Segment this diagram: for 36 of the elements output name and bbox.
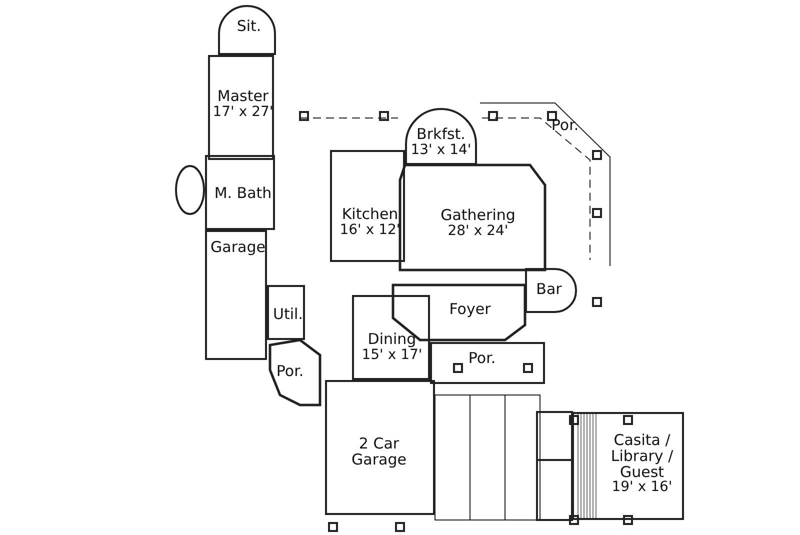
room-name: 2 Car Garage <box>350 436 408 468</box>
room-name: Kitchen <box>340 206 400 223</box>
room-name: Por. <box>467 351 497 367</box>
room-name: Garage <box>210 240 266 256</box>
room-name: Foyer <box>448 302 492 318</box>
room <box>525 268 577 313</box>
room-name: M. Bath <box>213 186 273 202</box>
room-dimensions: 17' x 27' <box>212 104 274 120</box>
room <box>218 5 276 55</box>
room <box>205 230 267 360</box>
room-dimensions: 19' x 16' <box>610 480 674 495</box>
room-dimensions: 13' x 14' <box>410 142 472 158</box>
room <box>430 342 545 384</box>
room <box>267 285 305 340</box>
room-name: Brkfst. <box>416 126 466 143</box>
room-name: Bar <box>535 282 563 298</box>
room-name: Por. <box>275 364 305 380</box>
room <box>330 150 405 262</box>
room-name: Casita / Library / Guest <box>610 433 674 480</box>
room-name: Master <box>216 88 270 105</box>
room-dimensions: 15' x 17' <box>360 348 424 362</box>
room <box>208 55 274 160</box>
room-dimensions: 16' x 12' <box>338 222 402 238</box>
room-dimensions: 28' x 24' <box>448 224 508 238</box>
room <box>268 340 320 405</box>
room <box>352 295 430 380</box>
room <box>405 108 477 165</box>
room-name: Por. <box>550 118 580 134</box>
room-name: Sit. <box>236 19 262 35</box>
room <box>205 155 275 230</box>
room <box>400 165 545 270</box>
room-name: Gathering <box>440 208 516 224</box>
room <box>572 412 684 520</box>
room <box>325 380 435 515</box>
room-name: Dining <box>366 332 416 348</box>
room-name: Util. <box>272 307 304 323</box>
